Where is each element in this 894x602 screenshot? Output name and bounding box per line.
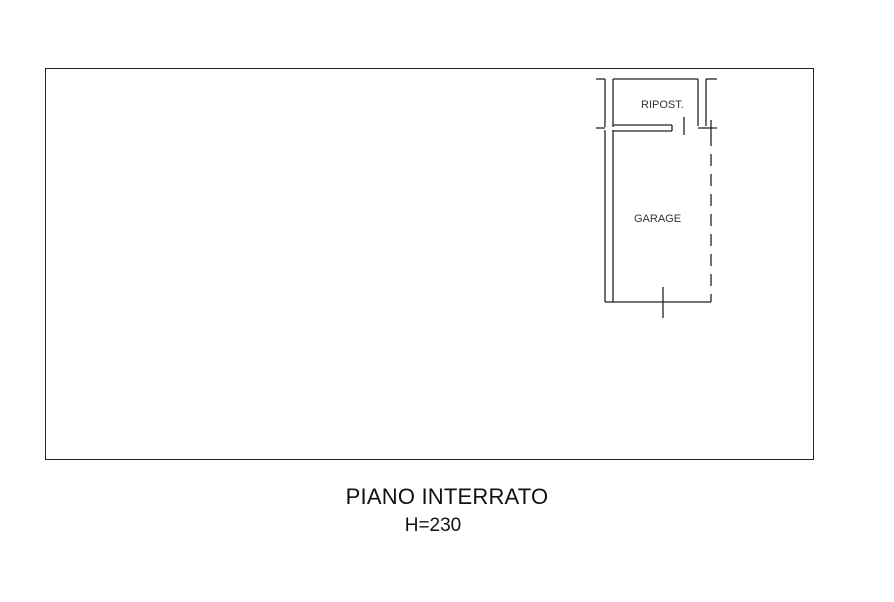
garage-room-label: GARAGE [634, 213, 681, 225]
ceiling-height-label: H=230 [404, 515, 462, 536]
floor-title: PIANO INTERRATO [345, 484, 549, 509]
storage-room-label: RIPOST. [641, 99, 684, 111]
plot-boundary [45, 68, 814, 460]
unit-walls [596, 78, 717, 318]
